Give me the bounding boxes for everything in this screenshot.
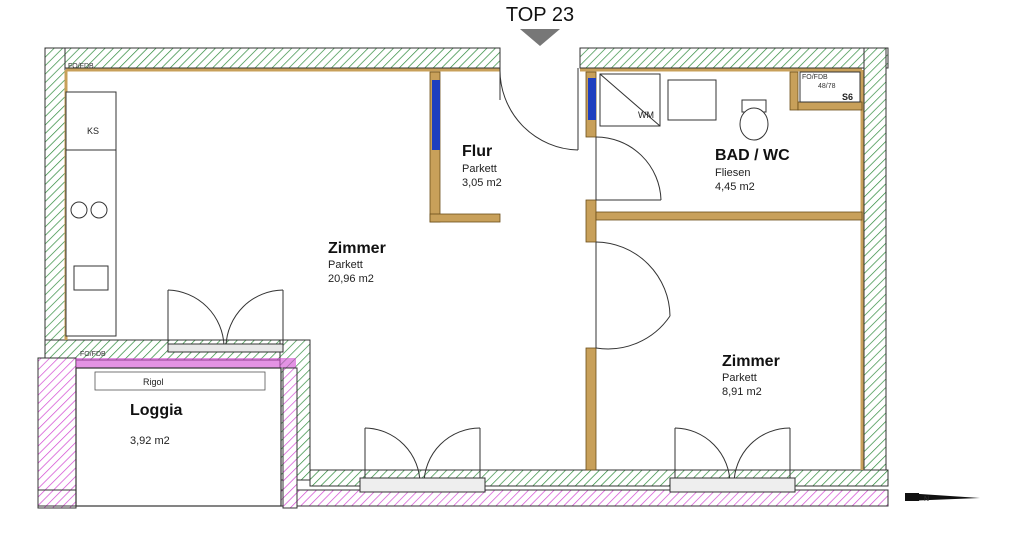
zimmer-small-area: 8,91 m2 bbox=[722, 386, 762, 398]
loggia-rigol-label: Rigol bbox=[143, 377, 164, 387]
room-label-zimmer-main: Zimmer Parkett 20,96 m2 bbox=[328, 240, 386, 285]
loggia-structure: Rigol FO/FDB bbox=[37, 351, 889, 509]
shaft-id: S6 bbox=[842, 92, 853, 102]
bathroom-door[interactable] bbox=[595, 136, 662, 201]
fridge-label: KS bbox=[87, 126, 99, 136]
bad-floor: Fliesen bbox=[715, 167, 750, 179]
shaft-dims: 48/78 bbox=[818, 83, 836, 90]
toilet-icon bbox=[739, 107, 769, 141]
zimmer-main-floor: Parkett bbox=[328, 259, 363, 271]
bedroom-door[interactable] bbox=[595, 241, 671, 350]
zimmer-small-floor: Parkett bbox=[722, 372, 757, 384]
bad-area: 4,45 m2 bbox=[715, 181, 755, 193]
kitchen-counter: KS FO/FDB bbox=[65, 63, 117, 337]
hob-burner-icon bbox=[90, 201, 108, 219]
room-label-zimmer-small: Zimmer Parkett 8,91 m2 bbox=[722, 353, 780, 398]
flur-area: 3,05 m2 bbox=[462, 177, 502, 189]
loggia-door[interactable] bbox=[167, 289, 284, 353]
kitchen-shaft-label: FO/FDB bbox=[68, 63, 94, 70]
room-label-flur: Flur Parkett 3,05 m2 bbox=[462, 143, 502, 189]
room-label-loggia: Loggia 3,92 m2 bbox=[130, 402, 183, 447]
loggia-shaft-label: FO/FDB bbox=[80, 351, 106, 358]
bathroom-fixtures: WM FO/FDB 48/78 S6 bbox=[599, 71, 861, 141]
room-label-bad: BAD / WC Fliesen 4,45 m2 bbox=[715, 147, 790, 193]
window-door-small[interactable] bbox=[669, 427, 796, 493]
loggia-area: 3,92 m2 bbox=[130, 435, 170, 447]
entrance-door[interactable] bbox=[499, 67, 579, 151]
washbasin-icon bbox=[667, 79, 717, 121]
partitions bbox=[429, 71, 863, 471]
wall-inset-blue-2 bbox=[588, 78, 596, 120]
north-label: N bbox=[924, 496, 929, 503]
unit-title: TOP 23 bbox=[506, 4, 574, 26]
zimmer-small-name: Zimmer bbox=[722, 353, 780, 370]
sink-icon bbox=[73, 265, 109, 291]
flur-floor: Parkett bbox=[462, 163, 497, 175]
zimmer-main-name: Zimmer bbox=[328, 240, 386, 257]
bath-shaft-label: FO/FDB bbox=[802, 74, 828, 81]
bad-name: BAD / WC bbox=[715, 147, 790, 164]
flur-name: Flur bbox=[462, 143, 492, 160]
north-arrow-icon: N bbox=[905, 493, 980, 503]
loggia-name: Loggia bbox=[130, 402, 183, 419]
hob-burner-icon bbox=[70, 201, 88, 219]
washer-label: WM bbox=[638, 110, 654, 120]
entrance-arrow-icon bbox=[520, 29, 560, 46]
zimmer-main-area: 20,96 m2 bbox=[328, 273, 374, 285]
wall-inset-blue-1 bbox=[432, 80, 440, 150]
window-door-main[interactable] bbox=[359, 427, 486, 493]
